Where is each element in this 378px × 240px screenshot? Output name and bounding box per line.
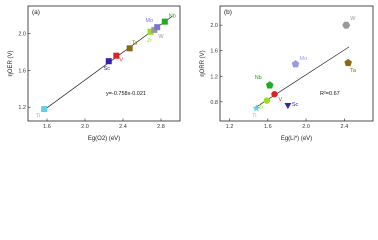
data-point-sc (105, 58, 112, 65)
x-tick-label: 1.2 (226, 124, 234, 130)
data-point-nb (161, 18, 168, 25)
point-label-sc: Sc (104, 66, 111, 72)
data-point-nb (265, 81, 274, 89)
x-tick-label: 2.8 (157, 124, 165, 130)
point-label-mo: Mo (300, 56, 308, 62)
x-axis-title: Eg(Li*) (eV) (281, 136, 312, 142)
panel-a: 1.6 2.0 2.4 2.8 1.2 1.6 2.0Eg(O2) (eV) ηOER (V)… (8, 5, 181, 142)
point-label-sc: Sc (292, 102, 299, 108)
chart-canvas: 1.6 2.0 2.4 2.8 1.2 1.6 2.0Eg(O2) (eV) ηOER (V)… (8, 5, 374, 142)
x-tick-label: 1.6 (264, 124, 272, 130)
y-tick-label: 1.2 (18, 105, 26, 111)
plot-frame (219, 5, 374, 122)
x-tick-label: 2.0 (302, 124, 310, 130)
y-tick-label: 2.0 (210, 23, 218, 29)
fit-annotation: R²=0.67 (320, 91, 340, 97)
point-label-ta: Ta (132, 40, 139, 46)
data-point-mo (154, 24, 161, 31)
point-label-v: V (119, 58, 123, 64)
y-tick-label: 1.2 (210, 74, 218, 80)
data-point-ti (41, 106, 48, 113)
x-tick-label: 1.6 (43, 124, 51, 130)
fit-annotation: y=-0.758x-0.021 (106, 91, 146, 97)
y-tick-label: 0.8 (210, 100, 218, 106)
panel-b: 1.2 1.6 2.0 2.4 0.8 1.2 1.6 2.0Eg(Li*) (eV) ηORR… (200, 5, 374, 142)
data-point-ti (252, 104, 261, 112)
data-point-sc (284, 103, 292, 110)
point-label-zr: Zr (259, 105, 264, 111)
point-label-nb: Nb (255, 75, 262, 81)
x-axis-title: Eg(O2) (eV) (88, 136, 120, 142)
y-tick-label: 1.6 (18, 68, 26, 74)
data-point-v (271, 90, 278, 98)
point-label-mo: Mo (146, 18, 154, 24)
data-point-v (113, 52, 120, 59)
y-axis-title: ηORR (V) (200, 50, 206, 76)
point-label-v: V (279, 97, 283, 103)
data-point-w (342, 21, 351, 29)
panel-label: (b) (224, 9, 232, 16)
y-axis-title: ηOER (V) (8, 50, 14, 76)
x-tick-label: 2.4 (340, 124, 348, 130)
data-point-zr (263, 97, 271, 104)
plot-frame (27, 5, 181, 122)
y-tick-label: 1.6 (210, 49, 218, 55)
y-tick-label: 2.0 (18, 32, 26, 38)
fit-line (256, 46, 350, 108)
point-label-ta: Ta (350, 68, 357, 74)
data-point-zr (147, 28, 154, 35)
data-point-ta (344, 58, 352, 67)
point-label-w: W (158, 34, 164, 40)
point-label-zr: Zr (147, 38, 152, 44)
point-label-ti: Ti (252, 113, 256, 119)
x-tick-label: 2.0 (81, 124, 89, 130)
x-tick-label: 2.4 (119, 124, 127, 130)
point-label-w: W (350, 16, 356, 22)
point-label-nb: Nb (169, 14, 176, 20)
panel-label: (a) (32, 9, 40, 16)
data-point-ta (126, 45, 133, 52)
point-label-ti: Ti (36, 113, 40, 119)
data-point-mo (291, 60, 300, 68)
